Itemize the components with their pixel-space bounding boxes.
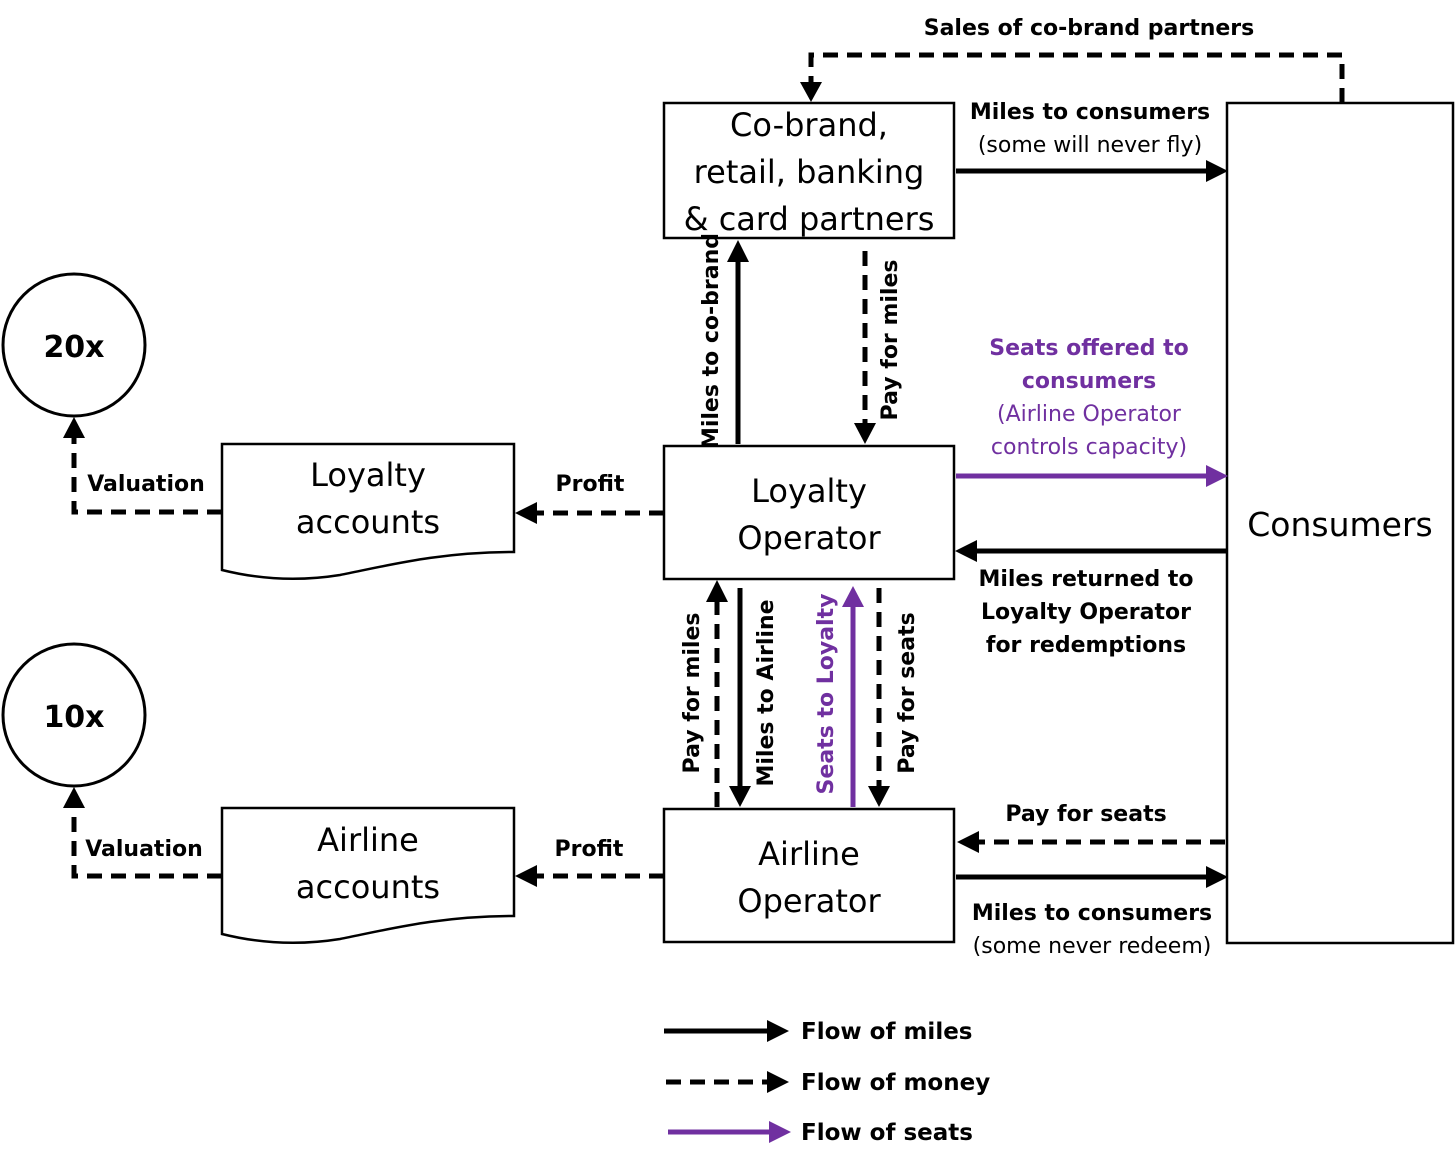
loyalty-operator-node: Loyalty Operator bbox=[662, 444, 956, 581]
edge-pay-for-miles-mid: Pay for miles bbox=[680, 580, 728, 807]
valuation-10x-node: 10x bbox=[1, 642, 147, 788]
edge-profit-bottom: Profit bbox=[515, 837, 664, 887]
consumers-label: Consumers bbox=[1247, 505, 1432, 544]
label-seats-offered-line-1: Seats offered to bbox=[989, 336, 1189, 361]
consumers-node: Consumers bbox=[1225, 101, 1455, 945]
loyalty-operator-line-1: Loyalty bbox=[751, 472, 867, 510]
label-sales-cobrand: Sales of co-brand partners bbox=[924, 16, 1255, 41]
label-seats-offered-note-1: (Airline Operator bbox=[997, 402, 1182, 427]
edge-miles-to-consumers-top: Miles to consumers (some will never fly) bbox=[956, 100, 1228, 182]
label-miles-to-consumers-bottom: Miles to consumers bbox=[972, 901, 1212, 926]
label-miles-returned-line-2: Loyalty Operator bbox=[981, 600, 1191, 625]
edge-pay-for-seats-mid: Pay for seats bbox=[868, 588, 920, 807]
label-miles-to-airline: Miles to Airline bbox=[754, 599, 779, 786]
airline-operator-node: Airline Operator bbox=[662, 807, 956, 944]
valuation-20x-label: 20x bbox=[43, 330, 104, 365]
airline-accounts-line-2: accounts bbox=[296, 868, 440, 906]
label-profit-bottom: Profit bbox=[555, 837, 624, 862]
label-seats-offered-line-2: consumers bbox=[1022, 369, 1156, 394]
valuation-20x-node: 20x bbox=[1, 272, 147, 418]
airline-operator-line-2: Operator bbox=[737, 882, 881, 920]
label-miles-to-consumers-top: Miles to consumers bbox=[970, 100, 1210, 125]
label-miles-to-consumers-bottom-note: (some never redeem) bbox=[973, 934, 1212, 959]
valuation-10x-label: 10x bbox=[43, 700, 104, 735]
legend: Flow of miles Flow of money Flow of seat… bbox=[664, 1019, 990, 1146]
airline-operator-line-1: Airline bbox=[758, 835, 860, 873]
legend-item-money: Flow of money bbox=[666, 1070, 990, 1096]
legend-label-money: Flow of money bbox=[801, 1070, 990, 1096]
label-valuation-top: Valuation bbox=[87, 472, 205, 497]
cobrand-line-3: & card partners bbox=[684, 200, 935, 238]
legend-item-miles: Flow of miles bbox=[664, 1019, 973, 1045]
edge-sales-cobrand: Sales of co-brand partners bbox=[800, 16, 1345, 103]
edge-valuation-bottom: Valuation bbox=[63, 787, 222, 879]
cobrand-line-1: Co-brand, bbox=[730, 106, 888, 144]
edge-valuation-top: Valuation bbox=[63, 417, 222, 515]
loyalty-accounts-node: Loyalty accounts bbox=[220, 442, 516, 581]
label-miles-to-consumers-top-note: (some will never fly) bbox=[978, 133, 1202, 158]
label-seats-to-loyalty: Seats to Loyalty bbox=[814, 594, 839, 795]
label-pay-for-seats-bottom: Pay for seats bbox=[1005, 802, 1166, 827]
label-profit-top: Profit bbox=[556, 472, 625, 497]
label-miles-to-cobrand: Miles to co-brand bbox=[699, 233, 724, 449]
cobrand-line-2: retail, banking bbox=[694, 153, 925, 191]
legend-item-seats: Flow of seats bbox=[668, 1120, 973, 1146]
edge-pay-for-miles-top: Pay for miles bbox=[854, 251, 903, 444]
edge-miles-to-airline: Miles to Airline bbox=[729, 588, 779, 807]
label-pay-for-miles-top: Pay for miles bbox=[878, 260, 903, 421]
label-seats-offered-note-2: controls capacity) bbox=[991, 435, 1187, 460]
legend-label-seats: Flow of seats bbox=[801, 1120, 973, 1146]
edge-miles-returned: Miles returned to Loyalty Operator for r… bbox=[955, 540, 1227, 658]
cobrand-partners-node: Co-brand, retail, banking & card partner… bbox=[662, 101, 956, 240]
edge-pay-for-seats-bottom: Pay for seats bbox=[957, 802, 1225, 853]
edge-miles-to-consumers-bottom: Miles to consumers (some never redeem) bbox=[956, 866, 1228, 959]
loyalty-accounts-line-2: accounts bbox=[296, 503, 440, 541]
edge-miles-to-cobrand: Miles to co-brand bbox=[699, 233, 749, 449]
loyalty-accounts-line-1: Loyalty bbox=[310, 456, 426, 494]
loyalty-operator-line-2: Operator bbox=[737, 519, 881, 557]
edge-seats-to-loyalty: Seats to Loyalty bbox=[814, 586, 864, 807]
label-miles-returned-line-1: Miles returned to bbox=[978, 567, 1193, 592]
label-pay-for-miles-mid: Pay for miles bbox=[680, 613, 705, 774]
legend-label-miles: Flow of miles bbox=[801, 1019, 973, 1045]
label-pay-for-seats-mid: Pay for seats bbox=[895, 612, 920, 773]
edge-profit-top: Profit bbox=[515, 472, 664, 524]
airline-accounts-line-1: Airline bbox=[317, 821, 419, 859]
label-valuation-bottom: Valuation bbox=[85, 837, 203, 862]
label-miles-returned-line-3: for redemptions bbox=[986, 633, 1186, 658]
edge-seats-offered: Seats offered to consumers (Airline Oper… bbox=[956, 336, 1228, 487]
airline-accounts-node: Airline accounts bbox=[220, 806, 516, 945]
